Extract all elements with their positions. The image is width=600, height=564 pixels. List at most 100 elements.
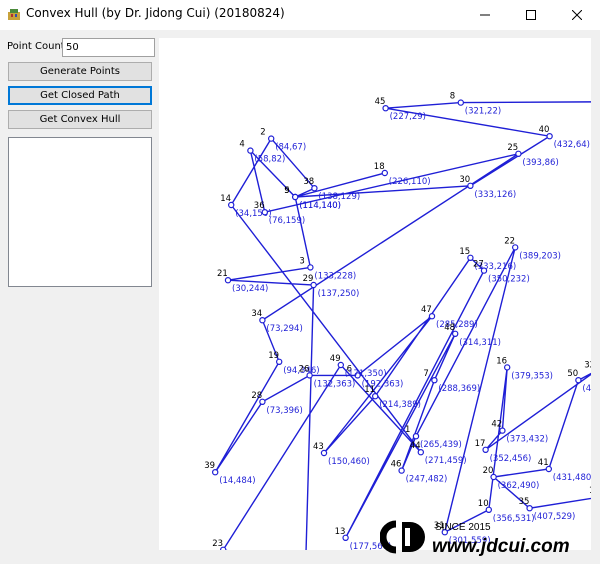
closed-path-line	[214, 101, 600, 564]
point-coord-label: (34,150)	[235, 209, 271, 219]
point-id-label: 29	[303, 274, 314, 284]
point-marker	[342, 534, 349, 541]
point-id-label: 2	[260, 128, 265, 138]
point-id-label: 6	[347, 364, 352, 374]
point-marker	[457, 99, 464, 106]
point-coord-label: (333,216)	[474, 262, 516, 272]
title-bar: Convex Hull (by Dr. Jidong Cui) (2018082…	[0, 0, 600, 30]
point-marker	[452, 330, 459, 337]
point-id-label: 42	[491, 420, 502, 430]
point-id-label: 46	[391, 460, 402, 470]
point-coord-label: (114,140)	[299, 201, 341, 211]
point-coord-label: (76,159)	[269, 216, 305, 226]
point-coord-label: (214,389)	[379, 400, 421, 410]
point-marker	[412, 433, 420, 440]
point-coord-label: (285,289)	[436, 320, 478, 330]
point-coord-label: (431,480)	[553, 473, 591, 483]
point-id-label: 41	[538, 458, 549, 468]
point-id-label: 8	[450, 92, 455, 102]
point-id-label: 1	[405, 425, 410, 435]
maximize-icon	[526, 10, 536, 20]
point-coord-label: (58,82)	[254, 155, 285, 165]
point-coord-label: (362,490)	[498, 481, 540, 491]
point-coord-label: (247,482)	[406, 475, 448, 485]
point-coord-label: (226,110)	[389, 177, 431, 187]
closed-path-plot: 1(265,439)2(84,67)3(133,228)4(58,82)5(11…	[204, 91, 600, 564]
drawing-canvas[interactable]: 1(265,439)2(84,67)3(133,228)4(58,82)5(11…	[159, 38, 600, 564]
watermark-url: www.jdcui.com	[432, 536, 570, 557]
point-id-label: 26	[299, 364, 310, 374]
close-icon	[572, 10, 582, 20]
point-id-label: 45	[375, 97, 386, 107]
point-coord-label: (114,140)	[299, 201, 341, 211]
point-id-label: 10	[478, 499, 489, 509]
point-marker	[485, 506, 492, 513]
point-coord-label: (350,232)	[488, 275, 530, 285]
point-coord-label: (333,126)	[474, 190, 516, 200]
point-marker	[275, 358, 283, 365]
minimize-button[interactable]	[462, 0, 508, 30]
point-marker	[575, 377, 582, 384]
point-coord-label: (14,484)	[219, 476, 255, 486]
point-id-label: 15	[459, 247, 470, 257]
point-coord-label: (393,86)	[522, 158, 558, 168]
point-coord-label: (137,250)	[318, 289, 360, 299]
point-marker	[431, 377, 438, 384]
point-id-label: 11	[364, 385, 375, 395]
point-coord-label: (132,363)	[314, 379, 356, 389]
point-count-input[interactable]: 50	[62, 38, 155, 57]
point-id-label: 50	[567, 369, 578, 379]
point-id-label: 9	[284, 186, 289, 196]
point-coord-label: (352,456)	[490, 454, 532, 464]
point-coord-label: (177,566)	[350, 542, 392, 550]
point-marker	[482, 446, 489, 453]
point-marker	[212, 469, 219, 476]
point-marker	[227, 201, 235, 209]
point-marker	[261, 208, 269, 216]
point-id-label: 13	[335, 527, 346, 537]
get-closed-path-button[interactable]: Get Closed Path	[8, 86, 152, 105]
point-id-label: 7	[423, 369, 428, 379]
point-coord-label: (150,460)	[328, 457, 370, 467]
point-marker	[382, 104, 389, 112]
point-marker	[259, 317, 266, 324]
point-marker	[259, 398, 266, 405]
point-marker	[398, 467, 405, 474]
point-id-label: 19	[268, 351, 279, 361]
point-id-label: 21	[217, 269, 228, 279]
point-marker	[371, 393, 379, 400]
point-id-label: 25	[507, 143, 518, 153]
point-id-label: 3	[299, 256, 304, 266]
point-marker	[515, 150, 522, 158]
point-coord-label: (192,363)	[362, 379, 404, 389]
point-id-label: 20	[483, 466, 494, 476]
point-marker	[381, 169, 388, 177]
point-marker	[307, 264, 314, 271]
close-button[interactable]	[554, 0, 600, 30]
point-id-label: 32	[584, 360, 591, 370]
point-coord-label: (407,529)	[534, 512, 576, 522]
watermark-since: SINCE 2015	[435, 522, 491, 533]
point-marker	[291, 193, 299, 201]
point-id-label: 30	[459, 175, 470, 185]
point-coord-label: (389,203)	[519, 251, 561, 261]
point-coord-label: (288,369)	[438, 384, 480, 394]
generate-points-button[interactable]: Generate Points	[8, 62, 152, 81]
point-id-label: 39	[204, 461, 215, 471]
point-coord-label: (94,346)	[283, 366, 319, 376]
point-marker	[546, 132, 553, 140]
point-coord-label: (321,22)	[465, 107, 501, 117]
point-id-label: 22	[504, 236, 515, 246]
maximize-button[interactable]	[508, 0, 554, 30]
point-coord-label: (227,29)	[390, 112, 426, 122]
point-coord-label: (171,350)	[345, 369, 387, 379]
get-convex-hull-button[interactable]: Get Convex Hull	[8, 110, 152, 129]
point-id-label: 16	[496, 356, 507, 366]
output-listbox[interactable]	[8, 137, 152, 287]
point-id-label: 48	[444, 323, 455, 333]
point-id-label: 14	[220, 194, 231, 204]
point-marker	[247, 147, 254, 154]
point-id-label: 44	[410, 441, 421, 451]
window-title: Convex Hull (by Dr. Jidong Cui) (2018082…	[26, 6, 285, 20]
point-coord-label: (265,439)	[420, 440, 462, 450]
